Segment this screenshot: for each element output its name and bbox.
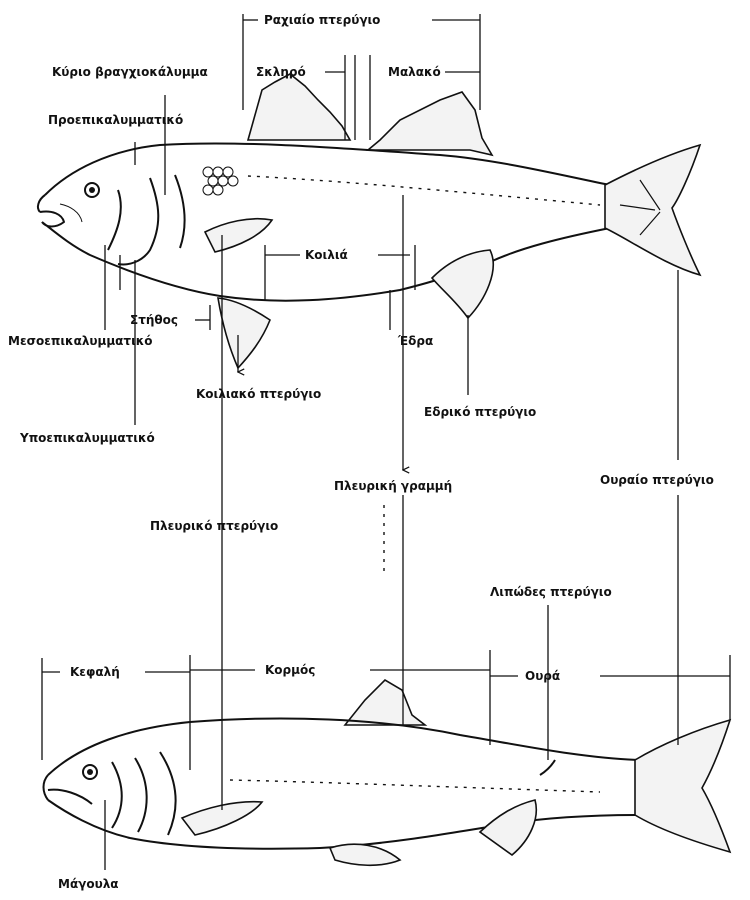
label-suboperculum: Υποεπικαλυμματικό xyxy=(19,431,155,445)
bottom-anal-fin xyxy=(480,800,536,855)
label-tail: Ουρά xyxy=(525,669,560,683)
bottom-adipose-fin xyxy=(540,760,555,775)
label-cheek: Μάγουλα xyxy=(58,877,119,891)
label-breast: Στήθος xyxy=(130,313,178,327)
bottom-fish xyxy=(44,680,731,865)
labels: Ραχιαίο πτερύγιο Σκληρό Μαλακό Κύριο βρα… xyxy=(8,13,714,891)
label-adipose-fin: Λιπώδες πτερύγιο xyxy=(490,585,612,599)
label-anus: Έδρα xyxy=(397,334,433,348)
bottom-pelvic-fin xyxy=(330,844,400,865)
top-fish-body xyxy=(42,143,610,300)
label-spiny: Σκληρό xyxy=(256,65,306,79)
top-pectoral-fin xyxy=(205,219,272,252)
label-interoperculum: Μεσοεπικαλυμματικό xyxy=(8,334,153,348)
top-pelvic-fin xyxy=(218,298,270,368)
bottom-dorsal-fin xyxy=(345,680,425,725)
label-dorsal-fin: Ραχιαίο πτερύγιο xyxy=(264,13,380,27)
label-preoperculum: Προεπικαλυμματικό xyxy=(48,113,183,127)
bottom-fish-body xyxy=(48,718,640,848)
top-anal-fin xyxy=(432,250,493,318)
top-scales xyxy=(203,167,238,195)
label-head: Κεφαλή xyxy=(70,665,120,679)
top-gill-cover xyxy=(108,175,185,264)
spiny-dorsal-fin xyxy=(248,74,350,140)
label-caudal-fin: Ουραίο πτερύγιο xyxy=(600,473,714,487)
label-pelvic-fin: Κοιλιακό πτερύγιο xyxy=(196,387,321,401)
label-lateral-line: Πλευρική γραμμή xyxy=(334,479,452,493)
soft-dorsal-fin xyxy=(368,92,492,155)
label-belly: Κοιλιά xyxy=(305,248,348,262)
label-pectoral-fin: Πλευρικό πτερύγιο xyxy=(150,519,278,533)
label-anal-fin: Εδρικό πτερύγιο xyxy=(424,405,536,419)
bottom-caudal-fin xyxy=(635,720,730,852)
label-soft: Μαλακό xyxy=(388,65,441,79)
label-trunk: Κορμός xyxy=(265,663,315,677)
label-operculum: Κύριο βραγχιοκάλυμμα xyxy=(52,65,208,79)
bottom-gill-cover xyxy=(112,752,176,835)
